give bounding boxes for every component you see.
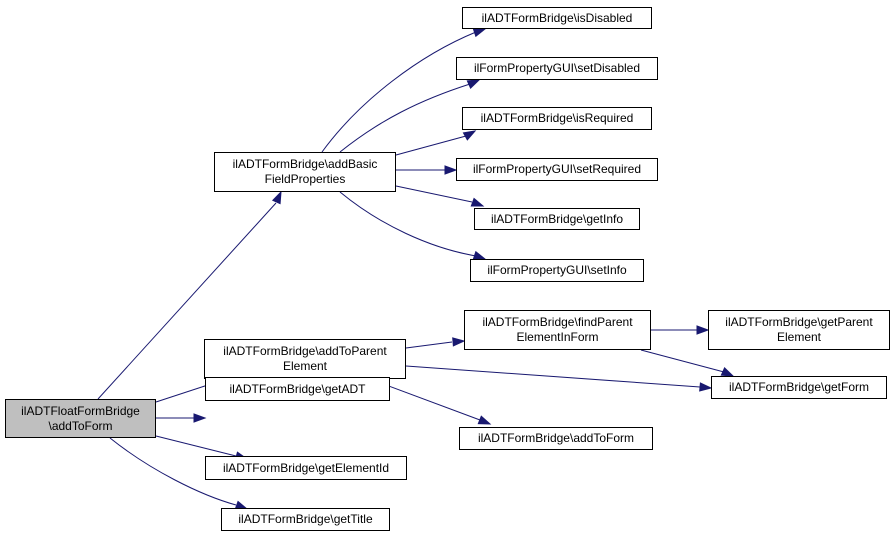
node-label-line: Element [776,330,822,344]
node-add-to-form[interactable]: ilADTFormBridge\addToForm [459,427,653,450]
node-label-line: ilADTFormBridge\addToParent [223,344,387,358]
node-get-title[interactable]: ilADTFormBridge\getTitle [221,508,390,531]
node-label-line: ilADTFormBridge\getTitle [238,512,373,526]
node-label-line: ilADTFormBridge\getElementId [222,460,390,475]
node-get-adt[interactable]: ilADTFormBridge\getADT [205,377,390,401]
node-get-info[interactable]: ilADTFormBridge\getInfo [474,208,640,230]
edge-line [155,435,237,457]
node-add-to-parent-element[interactable]: ilADTFormBridge\addToParent Element [204,339,406,379]
node-find-parent-element-in-form[interactable]: ilADTFormBridge\findParent ElementInForm [464,310,651,350]
edge-line [405,365,701,388]
edge-line [405,341,453,349]
edge-root-to-getADT [156,413,207,423]
edge-addToParent-to-getForm [405,365,713,392]
arrowhead-icon [470,197,485,207]
edge-addBasic-to-isRequired [395,130,477,156]
node-label-line: ilADTFormBridge\isRequired [480,111,634,125]
edge-line [395,135,467,156]
edge-addBasic-to-setRequired [396,165,458,175]
edge-addBasic-to-getInfo [395,185,485,207]
node-label-line: ilADTFormBridge\findParent [482,315,633,329]
node-label-line: ilADTFormBridge\getInfo [490,211,624,226]
node-label-line: ilFormPropertyGUI\setInfo [487,263,627,277]
node-set-disabled[interactable]: ilFormPropertyGUI\setDisabled [456,57,658,80]
node-label-line: ilADTFormBridge\getADT [229,381,366,396]
arrowhead-icon [696,325,710,335]
edge-line [395,185,473,203]
node-add-basic-field-properties[interactable]: ilADTFormBridge\addBasic FieldProperties [214,152,396,192]
node-get-form[interactable]: ilADTFormBridge\getForm [711,376,887,399]
node-is-required[interactable]: ilADTFormBridge\isRequired [462,107,652,130]
edge-root-to-addBasic [97,190,282,400]
arrowhead-icon [271,190,282,205]
node-label-line: FieldProperties [264,172,346,186]
arrowhead-icon [444,165,458,175]
node-label-line: ilADTFormBridge\addToForm [477,431,635,445]
node-label-line: ilFormPropertyGUI\setRequired [472,162,642,176]
edge-line [339,191,477,257]
arrowhead-icon [699,382,713,392]
node-set-required[interactable]: ilFormPropertyGUI\setRequired [456,158,658,181]
arrowhead-icon [193,413,207,423]
arrowhead-icon [720,367,735,377]
edge-line [640,349,725,373]
node-is-disabled[interactable]: ilADTFormBridge\isDisabled [462,7,652,29]
node-get-parent-element[interactable]: ilADTFormBridge\getParent Element [708,310,890,350]
node-label-line: ElementInForm [516,330,599,344]
edge-addBasic-to-isDisabled [321,28,487,153]
edge-addBasic-to-setDisabled [339,79,481,153]
node-label-line: Element [282,359,328,373]
node-label-line: \addToForm [48,418,113,433]
edge-line [97,202,277,400]
node-get-element-id[interactable]: ilADTFormBridge\getElementId [205,456,407,480]
node-label-line: ilFormPropertyGUI\setDisabled [473,61,641,75]
node-label-line: ilADTFormBridge\getParent [725,315,873,329]
edge-line [339,83,471,153]
edge-addBasic-to-setInfo [339,191,487,260]
arrowhead-icon [472,28,487,38]
arrowhead-icon [477,415,492,425]
node-label-line: ilADTFormBridge\addBasic [232,157,378,171]
edge-line [109,437,237,506]
edge-findParent-to-getParentEl [651,325,710,335]
node-label-line: ilADTFormBridge\isDisabled [481,10,633,25]
arrowhead-icon [466,79,481,89]
edge-line [321,31,477,153]
node-root-iladtfloatformbridge-addtoform: ilADTFloatFormBridge \addToForm [5,399,156,438]
node-set-info[interactable]: ilFormPropertyGUI\setInfo [470,259,644,282]
edge-addToParent-to-findParent [405,337,466,349]
node-label-line: ilADTFormBridge\getForm [728,380,870,394]
edge-findParent-to-getForm [640,349,735,377]
arrowhead-icon [452,337,466,347]
node-label-line: ilADTFloatFormBridge [21,403,140,418]
arrowhead-icon [462,130,477,141]
